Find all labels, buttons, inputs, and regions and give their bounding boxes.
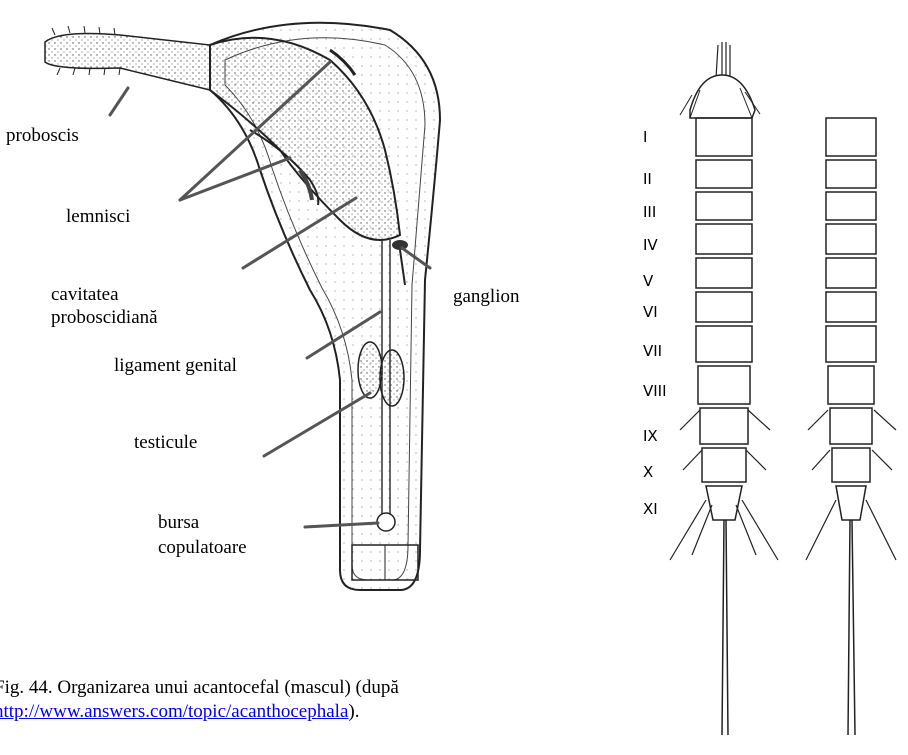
segment-label-10: X (643, 463, 653, 481)
segment-label-4: IV (643, 236, 658, 254)
segment-label-1: I (643, 128, 647, 146)
segment-label-6: VI (643, 303, 658, 321)
larva-left (670, 42, 778, 735)
segment-label-7: VII (643, 342, 662, 360)
caption-suffix: ). (348, 701, 359, 722)
larva-right (806, 118, 896, 735)
caption-source-line: http://www.answers.com/topic/acanthoceph… (0, 700, 399, 724)
caption-source-link[interactable]: http://www.answers.com/topic/acanthoceph… (0, 701, 348, 722)
segment-label-5: V (643, 272, 653, 290)
segment-label-2: II (643, 170, 652, 188)
caption-text: Fig. 44. Organizarea unui acantocefal (m… (0, 676, 399, 700)
figure-caption: Fig. 44. Organizarea unui acantocefal (m… (0, 676, 399, 724)
segment-label-8: VIII (643, 382, 667, 400)
segment-label-11: XI (643, 500, 658, 518)
segment-label-9: IX (643, 427, 658, 445)
segment-label-3: III (643, 203, 656, 221)
